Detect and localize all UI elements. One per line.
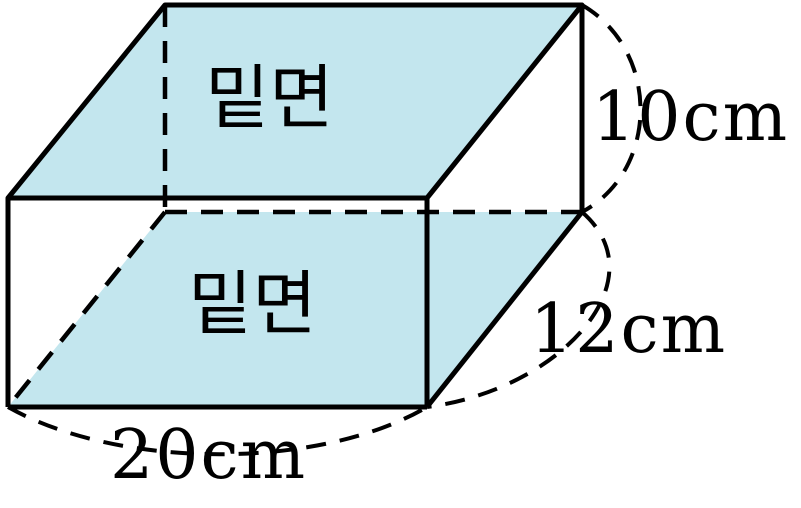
bottom-base-face xyxy=(8,212,582,407)
width-dimension-arc xyxy=(7,405,429,457)
top-face-label: 밑면 xyxy=(205,57,334,139)
height-dimension-arc xyxy=(580,3,643,214)
width-label: 20cm xyxy=(110,416,307,495)
hidden-left-bottom-edge xyxy=(6,210,167,409)
depth-dimension-arc xyxy=(426,210,612,409)
top-base-face xyxy=(8,5,582,198)
right-bottom-edge xyxy=(425,210,584,409)
bottom-face-label: 밑면 xyxy=(188,263,317,345)
height-label: 10cm xyxy=(592,78,789,157)
depth-label: 12cm xyxy=(530,290,727,369)
